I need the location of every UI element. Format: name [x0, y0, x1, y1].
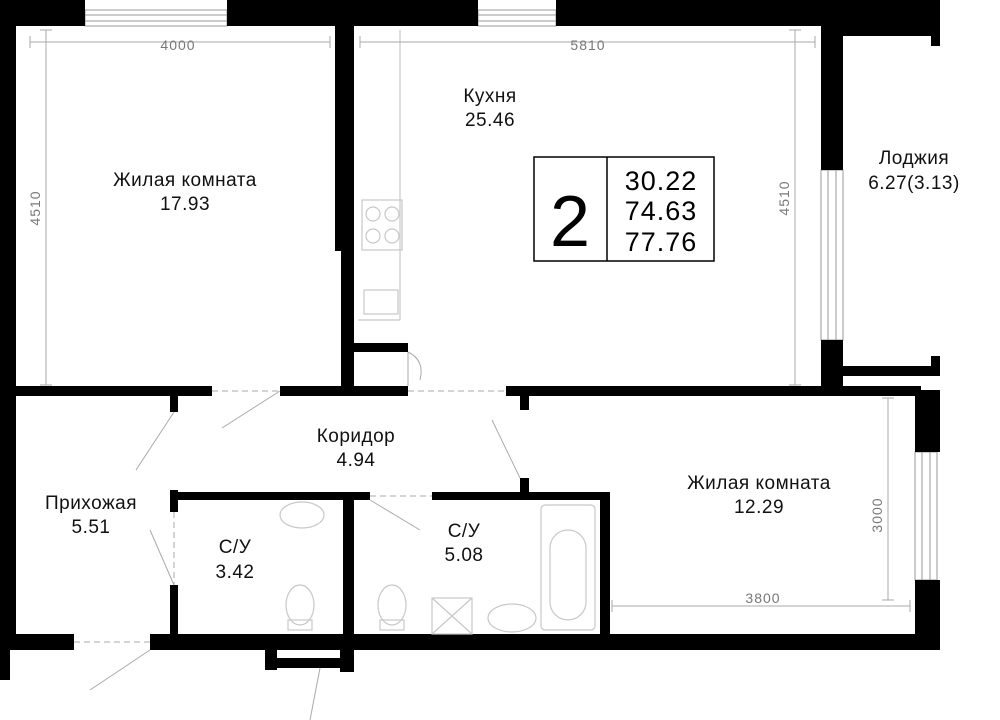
dim-living2-height: 3000 — [869, 497, 885, 532]
fixtures — [279, 30, 596, 635]
room-kitchen-area: 25.46 — [465, 110, 515, 131]
room-loggia-name: Лоджия — [879, 148, 949, 169]
room-corridor-area: 4.94 — [337, 450, 376, 471]
room-bath1-name: С/У — [219, 537, 252, 558]
room-living2-name: Жилая комната — [687, 473, 831, 494]
dim-living2-width: 3800 — [745, 590, 780, 606]
badge-total-area: 74.63 — [625, 196, 698, 226]
dim-living1-height: 4510 — [27, 190, 43, 225]
dimension-lines — [29, 29, 911, 612]
badge-rooms-count: 2 — [550, 182, 590, 262]
badge-living-area: 30.22 — [625, 166, 698, 196]
dim-kitchen-height: 4510 — [776, 180, 792, 215]
room-kitchen-name: Кухня — [463, 86, 516, 107]
room-bath2-name: С/У — [448, 521, 481, 542]
dim-living1-width: 4000 — [160, 37, 195, 53]
doors — [74, 351, 521, 720]
room-loggia-area: 6.27(3.13) — [868, 173, 960, 194]
room-corridor-name: Коридор — [317, 426, 396, 447]
room-bath1-area: 3.42 — [216, 562, 255, 583]
room-hallway-name: Прихожая — [45, 493, 137, 514]
badge-total-area-with-loggia: 77.76 — [625, 227, 698, 257]
area-summary-badge: 2 30.22 74.63 77.76 — [533, 156, 715, 262]
room-living2-area: 12.29 — [734, 497, 784, 518]
dim-kitchen-width: 5810 — [570, 37, 605, 53]
room-living1-name: Жилая комната — [113, 170, 257, 191]
room-living1-area: 17.93 — [160, 194, 210, 215]
walls — [0, 0, 940, 680]
room-bath2-area: 5.08 — [445, 545, 484, 566]
room-hallway-area: 5.51 — [72, 517, 111, 538]
